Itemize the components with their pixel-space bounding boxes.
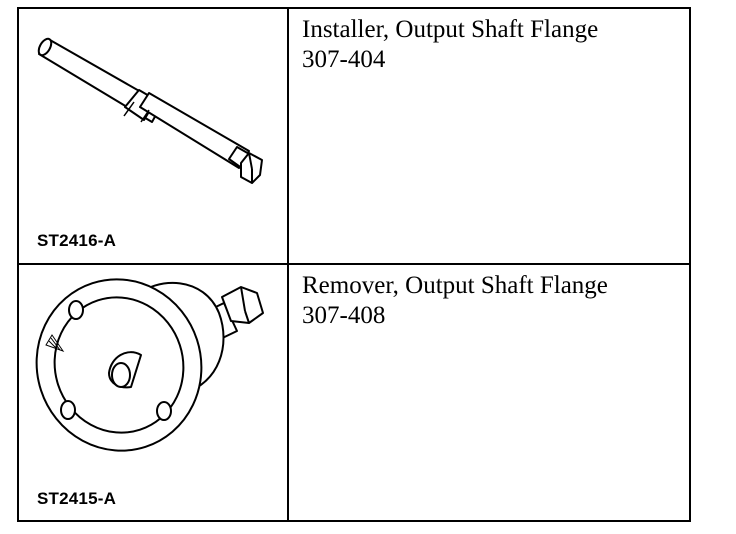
tool-illustration-cell: ST2416-A bbox=[17, 7, 289, 265]
tool-description-cell: Installer, Output Shaft Flange 307-404 bbox=[287, 7, 691, 265]
tool-name: Installer, Output Shaft Flange bbox=[302, 16, 599, 43]
art-code-label: ST2416-A bbox=[37, 231, 117, 250]
remover-tool-icon bbox=[35, 278, 264, 452]
installer-tool-icon bbox=[37, 37, 263, 184]
tool-number: 307-404 bbox=[302, 46, 386, 73]
tool-number: 307-408 bbox=[302, 302, 386, 329]
art-code-label: ST2415-A bbox=[37, 489, 117, 508]
tool-row: ST2415-A Remover, Output Shaft Flange 30… bbox=[17, 263, 691, 522]
tool-illustration-cell: ST2415-A bbox=[17, 263, 289, 522]
tool-description-cell: Remover, Output Shaft Flange 307-408 bbox=[287, 263, 691, 522]
special-tools-table: ST2416-A Installer, Output Shaft Flange … bbox=[17, 7, 691, 522]
tool-name: Remover, Output Shaft Flange bbox=[302, 272, 608, 299]
tool-row: ST2416-A Installer, Output Shaft Flange … bbox=[17, 7, 691, 265]
